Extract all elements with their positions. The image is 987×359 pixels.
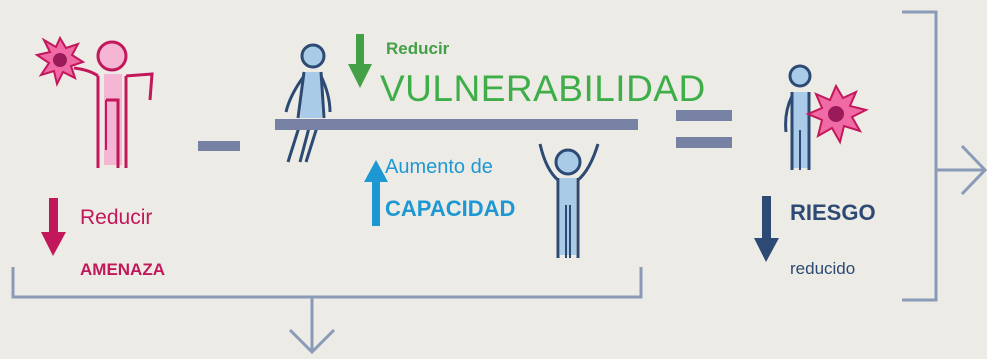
vulnerability-word-label: VULNERABILIDAD <box>380 68 706 109</box>
equals-sign <box>676 110 732 148</box>
threat-action-label: Reducir <box>80 206 153 229</box>
vulnerability-action-label: Reducir <box>386 39 450 58</box>
risk-down-arrow-icon <box>754 196 779 262</box>
capacity-action-label: Aumento de <box>385 156 493 178</box>
minus-sign <box>198 141 240 151</box>
vulnerability-figure <box>284 43 332 163</box>
risk-state-label: reducido <box>790 259 856 278</box>
risk-figure <box>784 64 869 170</box>
bottom-bracket <box>11 267 643 299</box>
risk-word-label: RIESGO <box>790 200 876 225</box>
right-arrow-icon <box>936 144 987 196</box>
vulnerability-down-arrow-icon <box>348 34 372 88</box>
capacity-word-label: CAPACIDAD <box>385 196 516 221</box>
threat-word-label: AMENAZA <box>80 260 165 279</box>
right-bracket <box>902 10 938 302</box>
threat-down-arrow-icon <box>41 198 66 256</box>
bottom-down-arrow-icon <box>288 297 336 355</box>
capacity-figure <box>538 143 600 258</box>
threat-figure <box>34 35 154 168</box>
vulnerability-bar <box>275 119 638 130</box>
capacity-up-arrow-icon <box>364 160 388 226</box>
